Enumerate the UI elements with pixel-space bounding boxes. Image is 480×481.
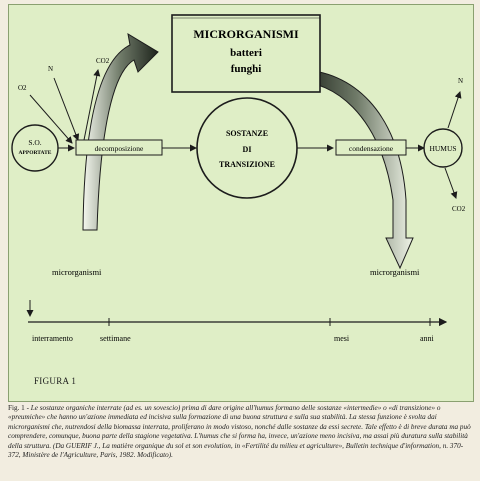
caption-lead: Fig. 1 - [8, 404, 29, 412]
tick-interramento: interramento [32, 334, 73, 343]
condensazione-label: condensazione [349, 144, 394, 153]
microrganismi-right-label: microrganismi [370, 267, 420, 277]
condensazione-box [335, 139, 407, 156]
co2-left-arrow [83, 69, 101, 141]
apportate-label: APPORTATE [19, 150, 52, 156]
sostanze-transizione-circle [196, 97, 298, 199]
figure-label: FIGURA 1 [34, 376, 77, 386]
microrganismi-box [171, 14, 321, 93]
n-right-label: N [458, 77, 463, 85]
o2-label: O2 [18, 84, 27, 92]
caption-text: Le sostanze organiche interrate (ad es. … [8, 404, 471, 460]
microrganismi-batteri: batteri [230, 47, 262, 59]
co2-left-label: CO2 [96, 57, 110, 65]
figure-caption: Fig. 1 - Le sostanze organiche interrate… [8, 404, 472, 460]
n-right-arrow [447, 91, 462, 129]
co2-right-arrow [444, 167, 458, 199]
transizione-label: TRANSIZIONE [219, 160, 275, 169]
tick-mesi: mesi [334, 334, 350, 343]
co2-right-label: CO2 [452, 205, 466, 213]
decomposizione-label: decomposizione [95, 144, 144, 153]
curved-arrow-to-microrganismi [82, 33, 159, 231]
microrganismi-funghi: funghi [231, 63, 262, 75]
humus-label: HUMUS [429, 144, 456, 153]
humus-circle [423, 128, 463, 168]
so-apportate-circle [11, 124, 59, 172]
microrganismi-title: MICRORGANISMI [193, 27, 299, 41]
di-label: DI [243, 145, 252, 154]
so-label: S.O. [28, 138, 41, 147]
n-left-arrow [53, 77, 80, 141]
sostanze-label: SOSTANZE [226, 129, 268, 138]
tick-settimane: settimane [100, 334, 131, 343]
tick-anni: anni [420, 334, 435, 343]
o2-arrow [29, 94, 73, 144]
n-left-label: N [48, 65, 53, 73]
microrganismi-left-label: microrganismi [52, 267, 102, 277]
curved-arrow-to-microrganismi-right [299, 69, 414, 270]
